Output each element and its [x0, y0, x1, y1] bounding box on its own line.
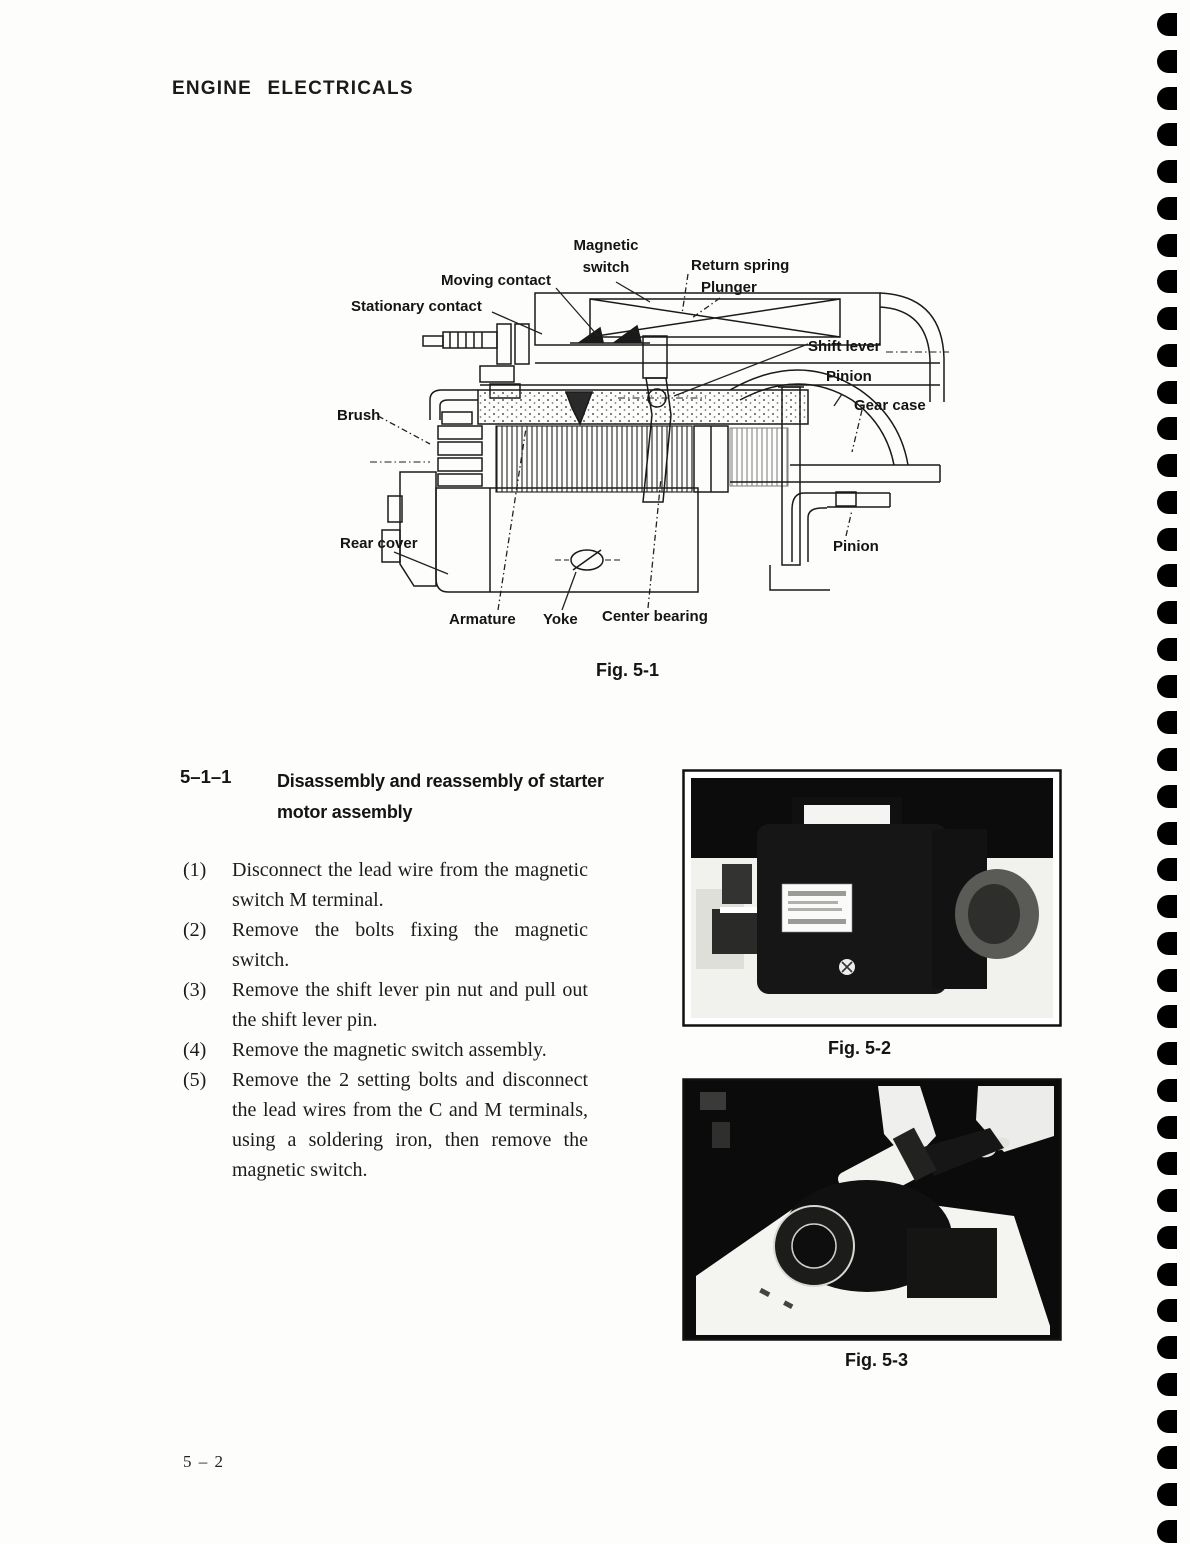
binding-mark — [1157, 1336, 1177, 1359]
binding-mark — [1157, 1225, 1177, 1249]
binding-mark — [1157, 1262, 1177, 1286]
binding-mark — [1157, 1446, 1177, 1470]
list-item: (4) Remove the magnetic switch assembly. — [183, 1035, 595, 1065]
binding-mark — [1157, 490, 1177, 514]
step-text: Remove the magnetic switch assembly. — [232, 1039, 547, 1061]
figure-5-1-caption: Fig. 5-1 — [596, 660, 660, 680]
label-stationary-contact: Stationary contact — [351, 298, 482, 315]
binding-mark — [1157, 123, 1177, 147]
figure-5-3-caption: Fig. 5-3 — [845, 1350, 909, 1370]
label-armature: Armature — [449, 611, 516, 628]
label-gear-case: Gear case — [854, 397, 926, 414]
binding-mark — [1157, 454, 1177, 477]
binding-mark — [1157, 674, 1177, 698]
binding-mark — [1157, 1409, 1177, 1433]
binding-mark — [1157, 711, 1177, 735]
starter-motor-cross-section-diagram — [370, 273, 949, 611]
binding-mark — [1157, 1042, 1177, 1065]
binding-mark — [1157, 49, 1177, 73]
binding-mark — [1157, 895, 1177, 918]
magnetic-switch-removal-photo — [682, 1078, 1062, 1341]
label-rear-cover: Rear cover — [340, 535, 418, 552]
binding-mark — [1157, 307, 1177, 330]
step-number: (3) — [183, 979, 207, 1001]
list-item: (5) Remove the 2 setting bolts and disco… — [183, 1065, 595, 1185]
page-number: 5 – 2 — [183, 1452, 225, 1471]
step-text: Remove the shift lever pin nut and pull … — [232, 979, 588, 1031]
list-item: (1) Disconnect the lead wire from the ma… — [183, 855, 595, 915]
label-center-bearing: Center bearing — [602, 608, 708, 625]
binding-mark — [1157, 748, 1177, 771]
list-item: (2) Remove the bolts fixing the magnetic… — [183, 915, 595, 975]
binding-mark — [1157, 233, 1177, 257]
label-yoke: Yoke — [543, 611, 578, 628]
binding-mark — [1157, 564, 1177, 588]
page-title: ENGINE ELECTRICALS — [172, 78, 414, 99]
binding-mark — [1157, 1005, 1177, 1029]
binding-mark — [1157, 1078, 1177, 1102]
binding-mark — [1157, 86, 1177, 110]
binding-mark — [1157, 380, 1177, 404]
list-item: (3) Remove the shift lever pin nut and p… — [183, 975, 595, 1035]
binding-mark — [1157, 417, 1177, 441]
binding-mark — [1157, 1152, 1177, 1176]
starter-motor-photo — [682, 769, 1062, 1027]
label-moving-contact: Moving contact — [441, 272, 552, 289]
binding-mark — [1157, 1299, 1177, 1323]
figure-5-2-caption: Fig. 5-2 — [828, 1038, 892, 1058]
binding-mark — [1157, 1372, 1177, 1396]
binding-mark — [1157, 601, 1177, 624]
binding-mark — [1157, 1115, 1177, 1139]
binding-mark — [1157, 931, 1177, 955]
label-return-spring: Return spring — [691, 257, 790, 274]
procedure-steps: (1) Disconnect the lead wire from the ma… — [183, 855, 595, 1185]
label-shift-lever: Shift lever — [808, 338, 881, 355]
binding-mark — [1157, 1483, 1177, 1506]
section-heading: 5–1–1 Disassembly and reassembly of star… — [180, 766, 633, 828]
section-title: Disassembly and reassembly of starter mo… — [277, 771, 604, 822]
step-text: Remove the bolts fixing the magnetic swi… — [232, 919, 588, 971]
binding-mark — [1157, 637, 1177, 661]
binding-mark — [1157, 821, 1177, 845]
label-magnetic-switch: Magnetic switch — [573, 237, 639, 276]
binding-mark — [1157, 13, 1177, 36]
binding-mark — [1157, 270, 1177, 294]
label-plunger: Plunger — [701, 279, 757, 296]
label-pinion-lower: Pinion — [833, 538, 879, 555]
binding-mark — [1157, 1519, 1177, 1543]
step-number: (5) — [183, 1069, 207, 1091]
binding-mark — [1157, 1189, 1177, 1212]
step-text: Disconnect the lead wire from the magnet… — [232, 859, 588, 911]
step-text: Remove the 2 setting bolts and disconnec… — [232, 1069, 588, 1181]
binding-mark — [1157, 784, 1177, 808]
section-number: 5–1–1 — [180, 766, 232, 787]
binding-mark — [1157, 527, 1177, 551]
binding-mark — [1157, 160, 1177, 183]
step-number: (2) — [183, 919, 207, 941]
step-number: (4) — [183, 1039, 207, 1061]
binding-mark — [1157, 858, 1177, 882]
step-number: (1) — [183, 859, 207, 881]
label-brush: Brush — [337, 407, 381, 424]
binding-mark — [1157, 196, 1177, 220]
binding-mark — [1157, 968, 1177, 992]
label-pinion-upper: Pinion — [826, 368, 872, 385]
binding-mark — [1157, 343, 1177, 367]
